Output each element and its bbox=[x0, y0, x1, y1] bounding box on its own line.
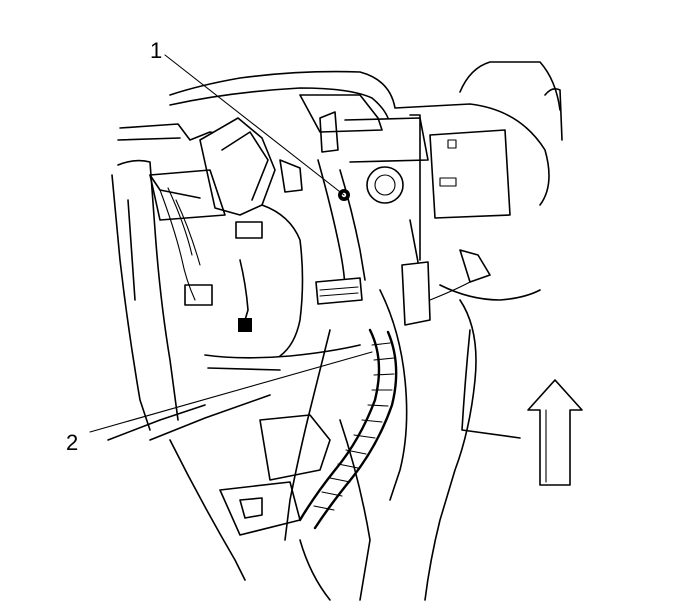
callout-label-1: 1 bbox=[150, 38, 162, 63]
instrument-panel bbox=[117, 61, 563, 206]
up-arrow-icon bbox=[527, 379, 583, 486]
leader-lines bbox=[89, 54, 373, 433]
callout-label-2: 2 bbox=[66, 430, 78, 455]
wiring-harness-conduit bbox=[298, 328, 398, 530]
pedals bbox=[315, 219, 491, 326]
floor-console bbox=[169, 284, 541, 601]
steering-column-bracket bbox=[149, 117, 304, 357]
left-kick-panel bbox=[107, 159, 271, 441]
left-wiring-harness bbox=[159, 187, 252, 332]
